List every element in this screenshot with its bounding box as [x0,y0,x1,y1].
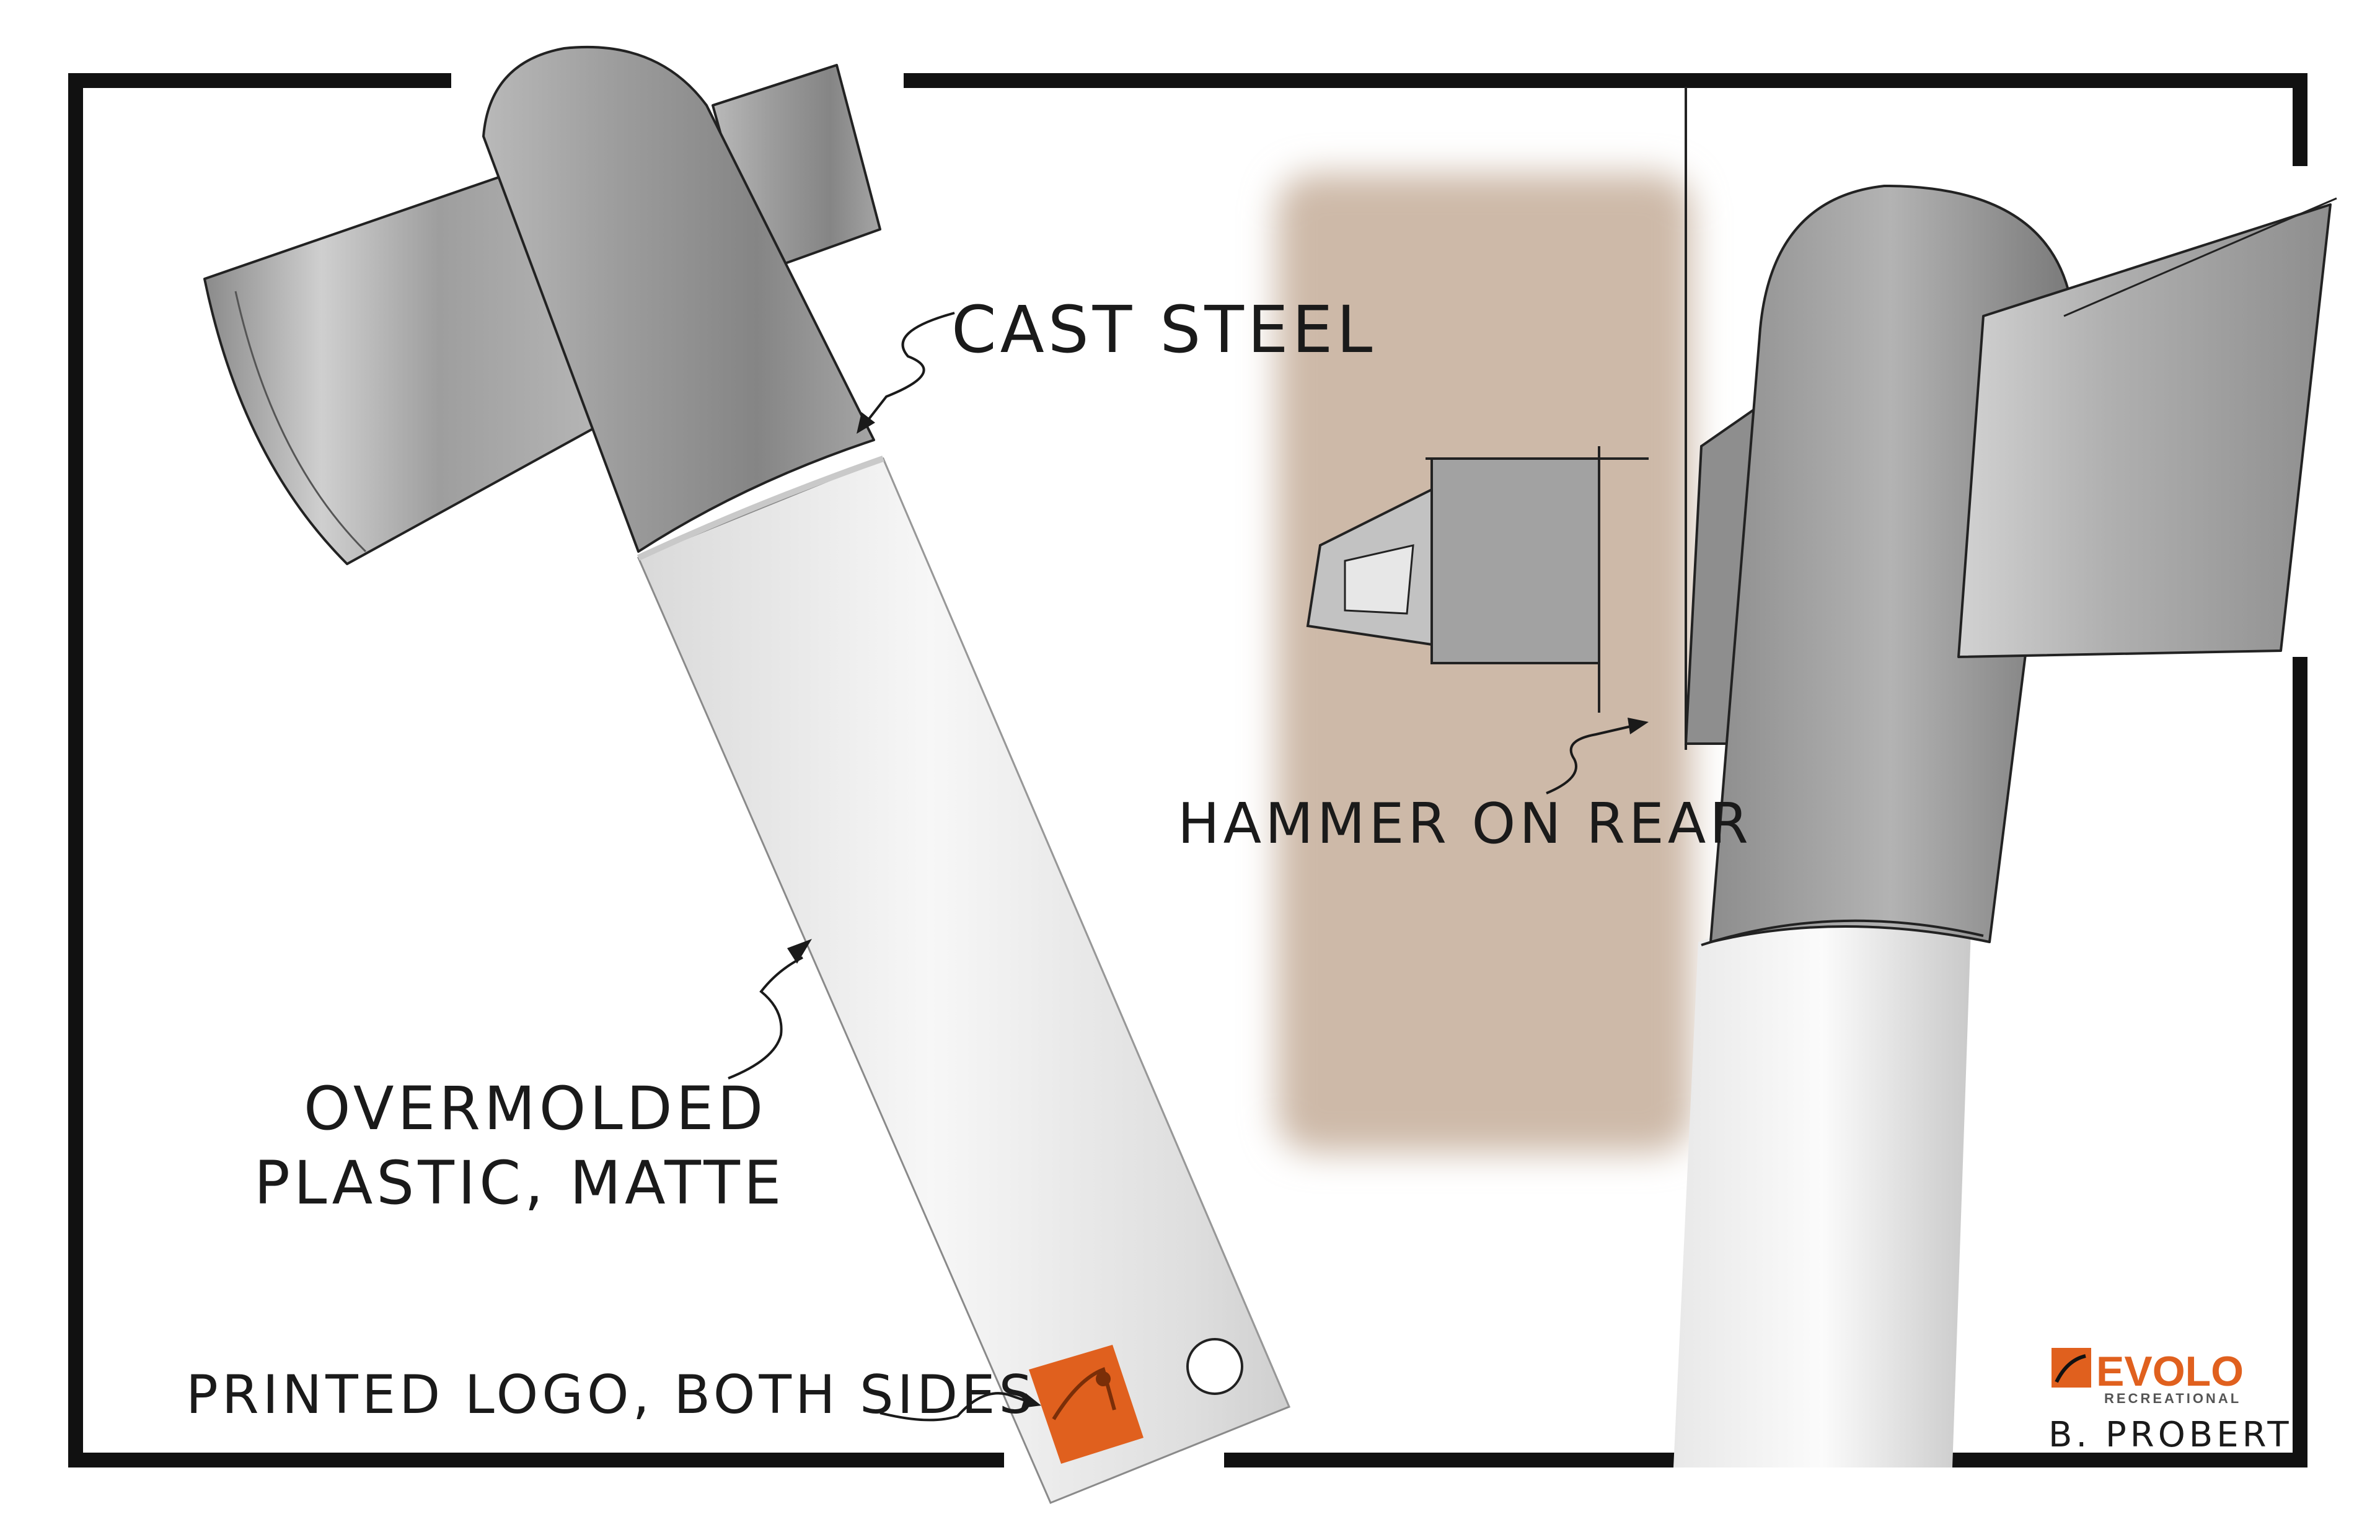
frame-top-left [68,73,451,88]
brand-name: EVOLO [2096,1348,2244,1395]
handle-collar [637,455,884,561]
evolo-logo-icon [2052,1348,2091,1388]
designer-signature: B. PROBERT [2048,1415,2293,1455]
frame-bottom-left [68,1453,1004,1467]
label-overmolded-line2: PLASTIC, MATTE [254,1148,785,1218]
label-printed-logo: PRINTED LOGO, BOTH SIDES [186,1364,1036,1426]
brand-block: EVOLO RECREATIONAL B. PROBERT [1853,1348,2293,1455]
cast-steel-leader [857,312,955,434]
hammer-on-rear-leader [1546,718,1649,794]
brand-tagline: RECREATIONAL [2104,1391,2241,1406]
axe-head-body [482,45,875,553]
logo-leader [879,1392,1041,1422]
hatchet-front-view [203,45,1290,1504]
printed-logo-mark [1029,1345,1144,1464]
label-hammer-on-rear: HAMMER ON REAR [1178,791,1752,856]
axe-blade [203,160,596,565]
label-cast-steel: CAST STEEL [951,292,1376,367]
hammer-detail-sketch [1306,446,1649,794]
frame-left [68,73,83,1467]
label-cast-steel-group: CAST STEEL [930,292,1463,367]
frame-right-bottom [2293,657,2307,1467]
label-printed-logo-group: PRINTED LOGO, BOTH SIDES [174,1364,1036,1427]
handle-collar-perspective [1701,919,1984,946]
label-hammer-on-rear-group: HAMMER ON REAR [1165,791,1752,859]
frame-top-right [904,73,2307,88]
axe-blade-perspective [1957,203,2332,658]
frame-right-top [2293,73,2307,166]
overmolded-leader [728,939,812,1080]
label-overmolded-line1: OVERMOLDED [304,1074,767,1143]
label-overmolded-group: OVERMOLDED PLASTIC, MATTE [248,1074,785,1219]
lanyard-hole-icon [1186,1338,1243,1395]
hatchet-perspective-view [1673,87,2337,1467]
hatchet-handle [637,457,1290,1504]
handle-perspective [1673,917,1971,1467]
